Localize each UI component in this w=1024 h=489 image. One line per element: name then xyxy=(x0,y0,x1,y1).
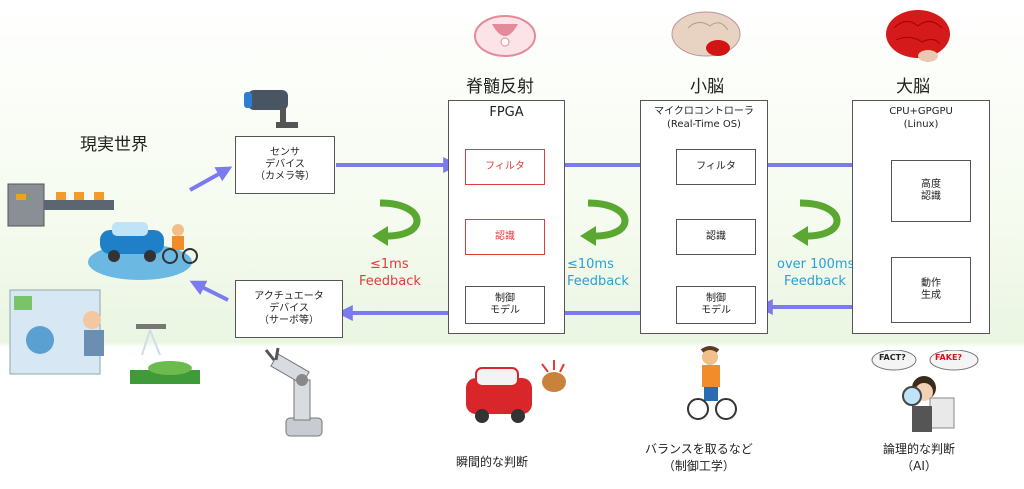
feedback-loop-icon-3 xyxy=(799,199,841,240)
factory-machine-icon xyxy=(7,183,114,227)
fact-checker-icon xyxy=(871,350,979,432)
car-near-miss-icon xyxy=(466,360,566,423)
fake-bubble-text: FAKE? xyxy=(935,353,963,362)
real-world-title: 現実世界 xyxy=(80,135,148,155)
cerebrum-brain-icon xyxy=(886,10,950,62)
cerebellum-brain-icon xyxy=(671,11,741,57)
mcu-filter-box: フィルタ xyxy=(676,149,756,185)
sensor-device-box: センサ デバイス （カメラ等） xyxy=(235,136,335,194)
engineer-screens-icon xyxy=(9,289,104,375)
robot-arm-icon xyxy=(264,347,323,437)
feedback-2-label: Feedback xyxy=(567,274,629,289)
mcu-title: マイクロコントローラ (Real-Time OS) xyxy=(654,106,754,130)
cerebellum-caption: バランスを取るなど （制御工学） xyxy=(645,442,753,473)
car-icon xyxy=(88,222,192,280)
feedback-1-time: ≤1ms xyxy=(370,257,409,272)
feedback-1-label: Feedback xyxy=(359,274,421,289)
security-camera-icon xyxy=(244,90,298,128)
feedback-2-time: ≤10ms xyxy=(567,257,614,272)
drone-icon xyxy=(136,324,166,356)
fpga-filter-box: フィルタ xyxy=(465,149,545,185)
feedback-3-time: over 100ms xyxy=(777,257,855,272)
actuator-device-box: アクチュエータ デバイス （サーボ等） xyxy=(235,280,343,338)
cerebrum-title: 大脳 xyxy=(896,77,930,97)
cpu-action-generation-box: 動作 生成 xyxy=(891,257,971,323)
feedback-loop-icon-1 xyxy=(379,199,421,240)
mcu-recognition-box: 認識 xyxy=(676,219,756,255)
mcu-control-model-box: 制御 モデル xyxy=(676,286,756,324)
fact-bubble-text: FACT? xyxy=(879,353,906,362)
grass-icon xyxy=(130,361,200,384)
balance-cyclist-icon xyxy=(687,346,737,420)
fpga-control-model-box: 制御 モデル xyxy=(465,286,545,324)
fpga-recognition-box: 認識 xyxy=(465,219,545,255)
arrow-actuator-to-world xyxy=(189,280,229,302)
real-world-illustration xyxy=(7,183,200,384)
fpga-title: FPGA xyxy=(489,105,524,120)
spinal-reflex-title: 脊髄反射 xyxy=(466,77,534,97)
feedback-3-label: Feedback xyxy=(784,274,846,289)
cyclist-icon xyxy=(162,224,198,264)
arrow-world-to-sensor xyxy=(189,166,233,192)
cerebrum-caption: 論理的な判断 （AI） xyxy=(883,442,956,473)
cerebellum-title: 小脳 xyxy=(690,77,724,97)
feedback-loop-icon-2 xyxy=(587,199,629,240)
cpu-title: CPU+GPGPU (Linux) xyxy=(889,106,953,130)
spinal-cord-icon xyxy=(474,15,536,57)
spinal-caption: 瞬間的な判断 xyxy=(456,455,529,469)
cpu-advanced-recognition-box: 高度 認識 xyxy=(891,160,971,222)
